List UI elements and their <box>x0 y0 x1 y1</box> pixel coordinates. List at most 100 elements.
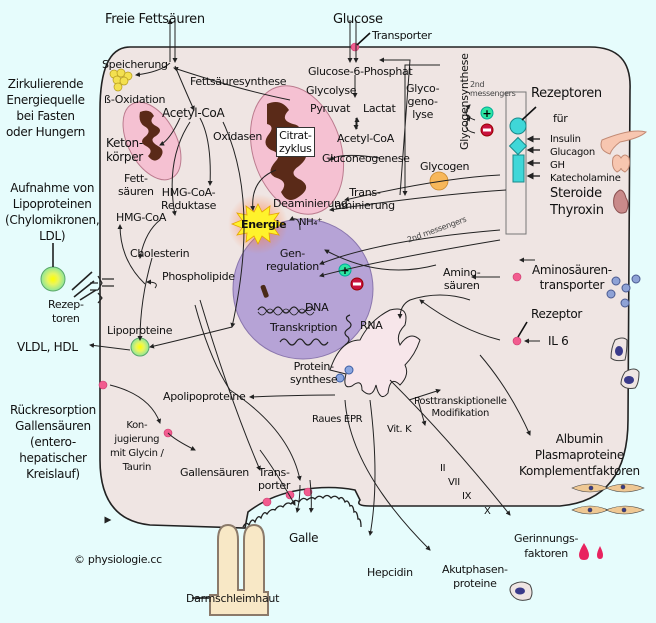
label-aminosaeurentransporter: Aminosäuren- transporter <box>532 263 612 292</box>
label-aminosaeuren: Amino- säuren <box>443 266 481 292</box>
receptor-rect <box>512 154 525 183</box>
kidney-adrenal-icon <box>613 189 629 214</box>
label-b-oxidation: ß-Oxidation <box>104 93 166 106</box>
receptor-circle <box>509 117 527 135</box>
label-rueckresorption-gallensaeuren: Rückresorption Gallensäuren (entero- hep… <box>10 403 96 481</box>
label-fettsaeuren: Fett- säuren <box>118 172 154 198</box>
nucleus <box>232 218 374 360</box>
bile-transporter-1 <box>262 497 272 507</box>
label-konjugierung: Kon- jugierung mit Glycin / Taurin <box>110 420 164 473</box>
label-citratzyklus: Citrat- zyklus <box>276 127 315 157</box>
label-factor-ii: II <box>440 463 446 474</box>
label-nh4: NH₄⁺ <box>299 217 323 228</box>
label-acetyl-coa-left: Acetyl-CoA <box>162 106 225 120</box>
label-transporter-bottom: Trans- porter <box>258 466 291 492</box>
label-galle: Galle <box>289 531 319 545</box>
label-rezeptoren-left: Rezep- toren <box>48 298 84 325</box>
label-insulin: Insulin <box>550 134 581 145</box>
label-speicherung: Speicherung <box>102 58 168 71</box>
label-posttranskriptionelle-modifikation: Posttranskiptionelle Modifikation <box>414 396 507 419</box>
label-albumin-plasmaproteine: Albumin Plasmaproteine Komplementfaktore… <box>519 432 640 478</box>
blood-drops-icon <box>579 543 603 560</box>
intestinal-mucosa <box>209 523 269 616</box>
label-oxidasen: Oxidasen <box>213 130 263 143</box>
il6-receptor <box>512 336 522 346</box>
lipoprotein-particle-outside <box>40 266 66 292</box>
energy-burst-icon <box>230 203 286 245</box>
rna-strand <box>344 314 352 346</box>
thyroid-icon <box>612 154 630 173</box>
label-factor-ix: IX <box>462 491 472 502</box>
label-vldl-hdl: VLDL, HDL <box>17 340 78 354</box>
label-hmg-coa-reduktase: HMG-CoA- Reduktase <box>161 186 217 212</box>
label-katecholamine: Katecholamine <box>550 173 621 184</box>
bile-canaliculus-membrane <box>242 494 362 528</box>
label-acetyl-coa-right: Acetyl-CoA <box>337 132 394 145</box>
label-hmg-coa: HMG-CoA <box>116 211 167 224</box>
svg-text:+: + <box>482 107 491 120</box>
label-akutphasen-proteine: Akutphasen- proteine <box>442 563 508 590</box>
glycogen-granule <box>429 171 449 191</box>
label-lactat: Lactat <box>363 102 396 115</box>
label-deaminierung: Deaminierung <box>273 197 348 210</box>
label-transaminierung: Trans- aminierung <box>335 186 395 212</box>
label-hepcidin: Hepcidin <box>367 566 413 579</box>
label-glycogen: Glycogen <box>420 160 470 173</box>
label-il6: IL 6 <box>548 334 569 348</box>
label-factor-vii: VII <box>448 477 460 488</box>
label-steroide: Steroide <box>550 186 602 201</box>
label-raues-epr: Raues EPR <box>312 414 363 425</box>
lipoprotein-particle-inside <box>130 337 150 357</box>
minus-signal-icon <box>480 123 494 137</box>
label-glucose: Glucose <box>333 12 383 27</box>
label-transporter-top: Transporter <box>372 29 432 42</box>
label-glycolyse: Glycolyse <box>306 84 357 97</box>
mitochondrion-small <box>122 101 182 181</box>
label-ketonkoerper: Keton- körper <box>106 136 143 164</box>
label-cholesterin: Cholesterin <box>130 247 190 260</box>
label-pyruvat: Pyruvat <box>310 102 351 115</box>
label-gerinnungsfaktoren: Gerinnungs- faktoren <box>514 532 579 560</box>
aminoacid-transporter <box>512 272 522 282</box>
label-rezeptoren: Rezeptoren <box>531 86 602 101</box>
label-glucose-6-phosphat: Glucose-6-Phosphat <box>308 65 413 78</box>
label-phospholipide: Phospholipide <box>162 270 235 283</box>
label-lipoproteine: Lipoproteine <box>107 324 173 337</box>
label-fettsaeuresynthese: Fettsäuresynthese <box>190 75 287 88</box>
lipoprotein-receptors <box>71 271 114 304</box>
bile-acid-reuptake-transporter <box>98 380 108 390</box>
label-genregulation: Gen- regulation <box>266 247 319 273</box>
fat-droplets-icon <box>109 68 133 92</box>
label-factor-x: X <box>484 506 491 517</box>
label-rezeptor-right: Rezeptor <box>531 307 583 321</box>
label-glucagon: Glucagon <box>550 147 595 158</box>
label-2nd-messengers-top: 2nd messengers <box>470 80 516 98</box>
label-thyroxin: Thyroxin <box>550 203 604 218</box>
label-fuer: für <box>553 112 568 125</box>
label-aufnahme-lipoproteinen: Aufnahme von Lipoproteinen (Chylomikrone… <box>5 181 100 243</box>
amino-acid-particles <box>606 274 641 308</box>
label-transkription: Transkription <box>270 321 338 334</box>
label-glycogensynthese: Glycogensynthese <box>458 53 471 150</box>
minus-signal-icon-2 <box>350 277 364 291</box>
label-gallensaeuren: Gallensäuren <box>180 466 249 479</box>
label-gluconeogenese: Gluconeogenese <box>322 152 410 165</box>
label-apolipoproteine: Apolipoproteine <box>163 390 246 403</box>
svg-text:+: + <box>340 264 349 277</box>
label-glycogenolyse: Glyco- geno- lyse <box>406 82 440 121</box>
receptor-region <box>505 91 527 235</box>
label-dna: DNA <box>305 301 329 314</box>
bile-transporter-3 <box>303 487 313 497</box>
mrna-strand <box>279 338 329 346</box>
label-darmschleimhaut: Darmschleimhaut <box>186 592 280 605</box>
label-gh: GH <box>550 160 565 171</box>
label-vit-k: Vit. K <box>387 424 412 435</box>
label-copyright: © physiologie.cc <box>74 553 162 566</box>
label-energie: Energie <box>241 218 287 231</box>
pancreas-icon <box>600 130 647 155</box>
label-zirkulierende-energiequelle: Zirkulierende Energiequelle bei Fasten o… <box>6 77 86 139</box>
label-proteinsynthese: Protein- synthese <box>290 360 338 386</box>
rough-er <box>329 308 421 398</box>
label-freie-fettsaeuren: Freie Fettsäuren <box>105 12 205 27</box>
label-rna: RNA <box>360 319 383 332</box>
